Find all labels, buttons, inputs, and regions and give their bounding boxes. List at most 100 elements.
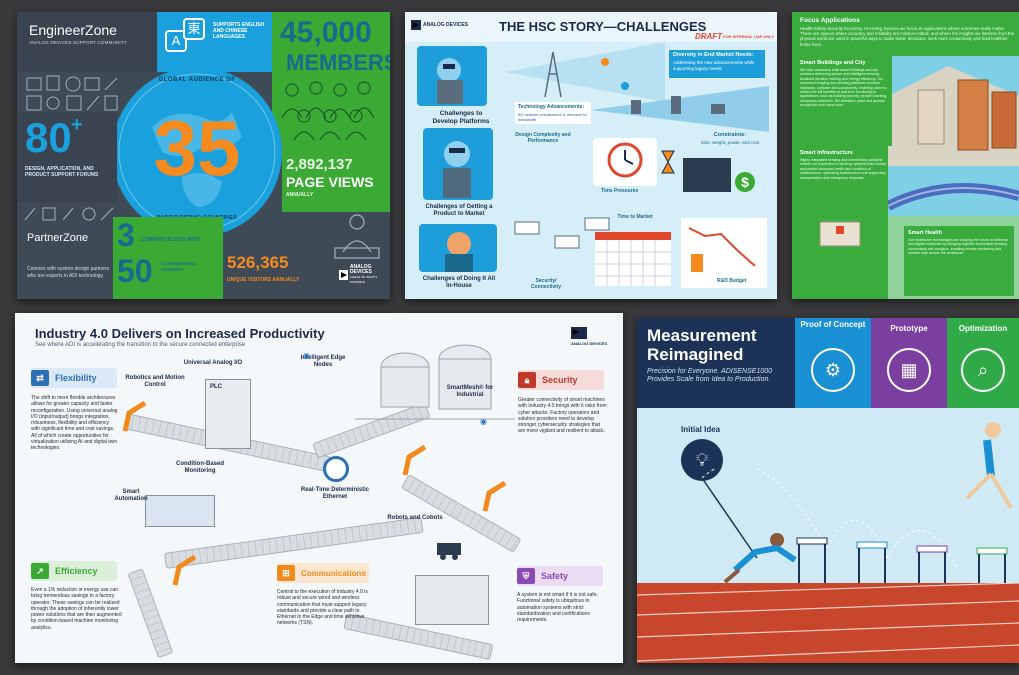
countries-number: 35 <box>153 104 241 192</box>
engineerzone-header: EngineerZone ANALOG DEVICES SUPPORT COMM… <box>17 12 157 72</box>
global-audience-label: GLOBAL AUDIENCE OF <box>158 77 236 83</box>
blogs-number: 3 <box>117 217 135 253</box>
constraints-title: Constraints: <box>713 132 747 138</box>
wifi-icon-1: ◉ <box>303 351 310 360</box>
measurement-reimagined-infographic[interactable]: Proof of Concept ⚙ Prototype ▦ Optimizat… <box>637 318 1019 663</box>
rd-budget-card: R&D Budget <box>681 218 767 288</box>
lightbulb-gear-icon: ⚙ <box>811 348 855 392</box>
measurement-tagline: Precision for Everyone. ADISENSE1000 Pro… <box>647 368 773 383</box>
assembly-station <box>415 575 489 625</box>
communications-title: Communications <box>301 568 366 578</box>
network-icon: ⊞ <box>277 565 295 581</box>
members-block: 45,000 MEMBERS <box>272 12 390 142</box>
industry-logo-icon <box>571 327 587 339</box>
engineerzone-infographic[interactable]: EngineerZone ANALOG DEVICES SUPPORT COMM… <box>17 12 390 299</box>
efficiency-text: Even a 1% reduction in energy use can br… <box>31 587 122 631</box>
tools-icon-grid <box>26 75 118 111</box>
security-cameras-illustration <box>514 217 610 249</box>
adi-logo-tagline: AHEAD OF WHAT'S POSSIBLE <box>349 275 378 284</box>
tech-box: Technology Advancements: 5G network virt… <box>515 102 591 124</box>
design-complexity-label: Design Complexity and Performance <box>515 132 571 144</box>
adi-logo-icon <box>339 270 348 280</box>
hsc-header: ANALOG DEVICES THE HSC STORY—CHALLENGES … <box>405 12 777 42</box>
security-connectivity-label: Security/ Connectivity <box>530 278 561 290</box>
label-ethernet: Real-Time Deterministic Ethernet <box>300 487 370 500</box>
hsc-logo-text: ANALOG DEVICES <box>423 21 469 28</box>
robot-arm-4-icon <box>482 480 507 512</box>
efficiency-header: ↗ Efficiency <box>31 561 117 581</box>
partnerzone-title: PartnerZone <box>27 232 89 244</box>
sky-area <box>637 408 1019 583</box>
engineerzone-subtitle: ANALOG DEVICES SUPPORT COMMUNITY <box>29 40 127 45</box>
robot-arm-3-icon <box>172 554 197 586</box>
blogs-label: COMPANY BLOGS WITH <box>141 237 200 243</box>
constraints-text: Size, weight, power, and cost <box>700 140 760 145</box>
blueprint-icon: ▦ <box>887 348 931 392</box>
calendar-icon <box>595 232 671 286</box>
measurement-title-2: Reimagined <box>647 345 744 364</box>
engineerzone-title: EngineerZone <box>29 22 117 38</box>
develop-platforms-label: Challenges to Develop Platforms <box>432 110 490 125</box>
label-smart-automation: Smart Automation <box>114 489 148 502</box>
chart-magnifier-icon: ⌕ <box>961 348 1005 392</box>
chinese-glyph-icon: 東 <box>183 18 205 40</box>
focus-title: Focus Applications <box>800 17 860 24</box>
tech-title: Technology Advancements: <box>518 104 585 110</box>
communications-text: Central to the execution of Industry 4.0… <box>277 589 368 627</box>
chip-icon <box>683 158 731 192</box>
shuffle-icon: ⇄ <box>31 370 49 386</box>
diversity-title: Diversity in End Market Needs: <box>673 52 754 58</box>
network-tower-illustration <box>505 42 665 102</box>
smart-infrastructure-section: Smart Infrastructure Highly integrated s… <box>796 146 892 220</box>
industry-logo-text: ANALOG DEVICES <box>571 341 608 346</box>
pageviews-number: 2,892,137 <box>286 156 353 173</box>
hurdler-illustration <box>965 422 1013 510</box>
language-block: A 東 SUPPORTS ENGLISH AND CHINESE LANGUAG… <box>157 12 272 72</box>
people-crowd-illustration <box>281 81 375 140</box>
languages-text: SUPPORTS ENGLISH AND CHINESE LANGUAGES <box>213 22 265 40</box>
globe-icon: GLOBAL AUDIENCE OF 35 PARTICIPATING COUN… <box>112 67 282 237</box>
visitors-number: 526,365 <box>227 253 289 272</box>
time-pressures-label: Time Pressures <box>601 188 639 194</box>
flexibility-text: The shift to more flexible architectures… <box>31 395 118 452</box>
title-area: Measurement Reimagined Precision for Eve… <box>637 318 795 408</box>
smart-buildings-section: Smart Buildings and City We help custome… <box>796 56 892 146</box>
measurement-title-1: Measurement <box>647 326 757 345</box>
prototype-label: Prototype <box>890 324 928 333</box>
satellite-devices-illustration <box>591 86 769 132</box>
safety-text: A system is not smart if it is not safe.… <box>517 592 598 624</box>
focus-applications-infographic[interactable]: Focus Applications Health-Safety-Securit… <box>792 12 1019 299</box>
sprinter-start-illustration <box>723 533 797 584</box>
industry-4-infographic[interactable]: Industry 4.0 Delivers on Increased Produ… <box>15 313 623 663</box>
label-robots-cobots: Robots and Cobots <box>387 515 443 521</box>
smart-health-title: Smart Health <box>908 230 942 236</box>
hourglass-icon <box>661 150 675 174</box>
optimization-label: Optimization <box>958 324 1008 333</box>
members-label: MEMBERS <box>286 50 390 75</box>
hsc-draft-sub: FOR INTERNAL USE ONLY <box>723 34 774 39</box>
hsc-adi-logo: ANALOG DEVICES <box>411 20 468 30</box>
character-3-illustration <box>419 224 497 272</box>
partnerzone-text: Connect with system design partners who … <box>27 266 109 279</box>
safety-header: ⛨ Safety <box>517 566 603 586</box>
time-to-market-label: Time to Market <box>617 214 653 220</box>
optimization-column: Optimization ⌕ <box>947 318 1019 408</box>
visitors-block: 526,365 UNIQUE VISITORS ANNUALLY <box>223 237 333 299</box>
smart-infrastructure-title: Smart Infrastructure <box>800 150 853 156</box>
initial-idea-label: Initial Idea <box>681 425 721 434</box>
smart-health-text: Our healthcare technologies are shaping … <box>908 238 1008 256</box>
industry-title: Industry 4.0 Delivers on Increased Produ… <box>35 326 325 341</box>
industry-subtitle: See where ADI is accelerating the transi… <box>35 342 246 348</box>
diversity-box: Diversity in End Market Needs: Addressin… <box>669 50 765 78</box>
pageviews-block: 2,892,137 PAGE VIEWS ANNUALLY <box>282 142 390 212</box>
proof-column: Proof of Concept ⚙ <box>795 318 871 408</box>
tech-text: 5G network virtualization & demand for b… <box>518 112 587 122</box>
smart-buildings-title: Smart Buildings and City <box>800 60 866 66</box>
hospital-illustration <box>819 221 861 247</box>
hsc-story-infographic[interactable]: ANALOG DEVICES THE HSC STORY—CHALLENGES … <box>405 12 777 299</box>
ethernet-hub-icon <box>323 456 349 482</box>
pageviews-sub: ANNUALLY <box>286 192 314 198</box>
plc-cabinet: PLC <box>205 379 251 449</box>
smart-infrastructure-text: Highly integrated sensing and connectivi… <box>800 158 887 180</box>
efficiency-title: Efficiency <box>55 566 98 576</box>
